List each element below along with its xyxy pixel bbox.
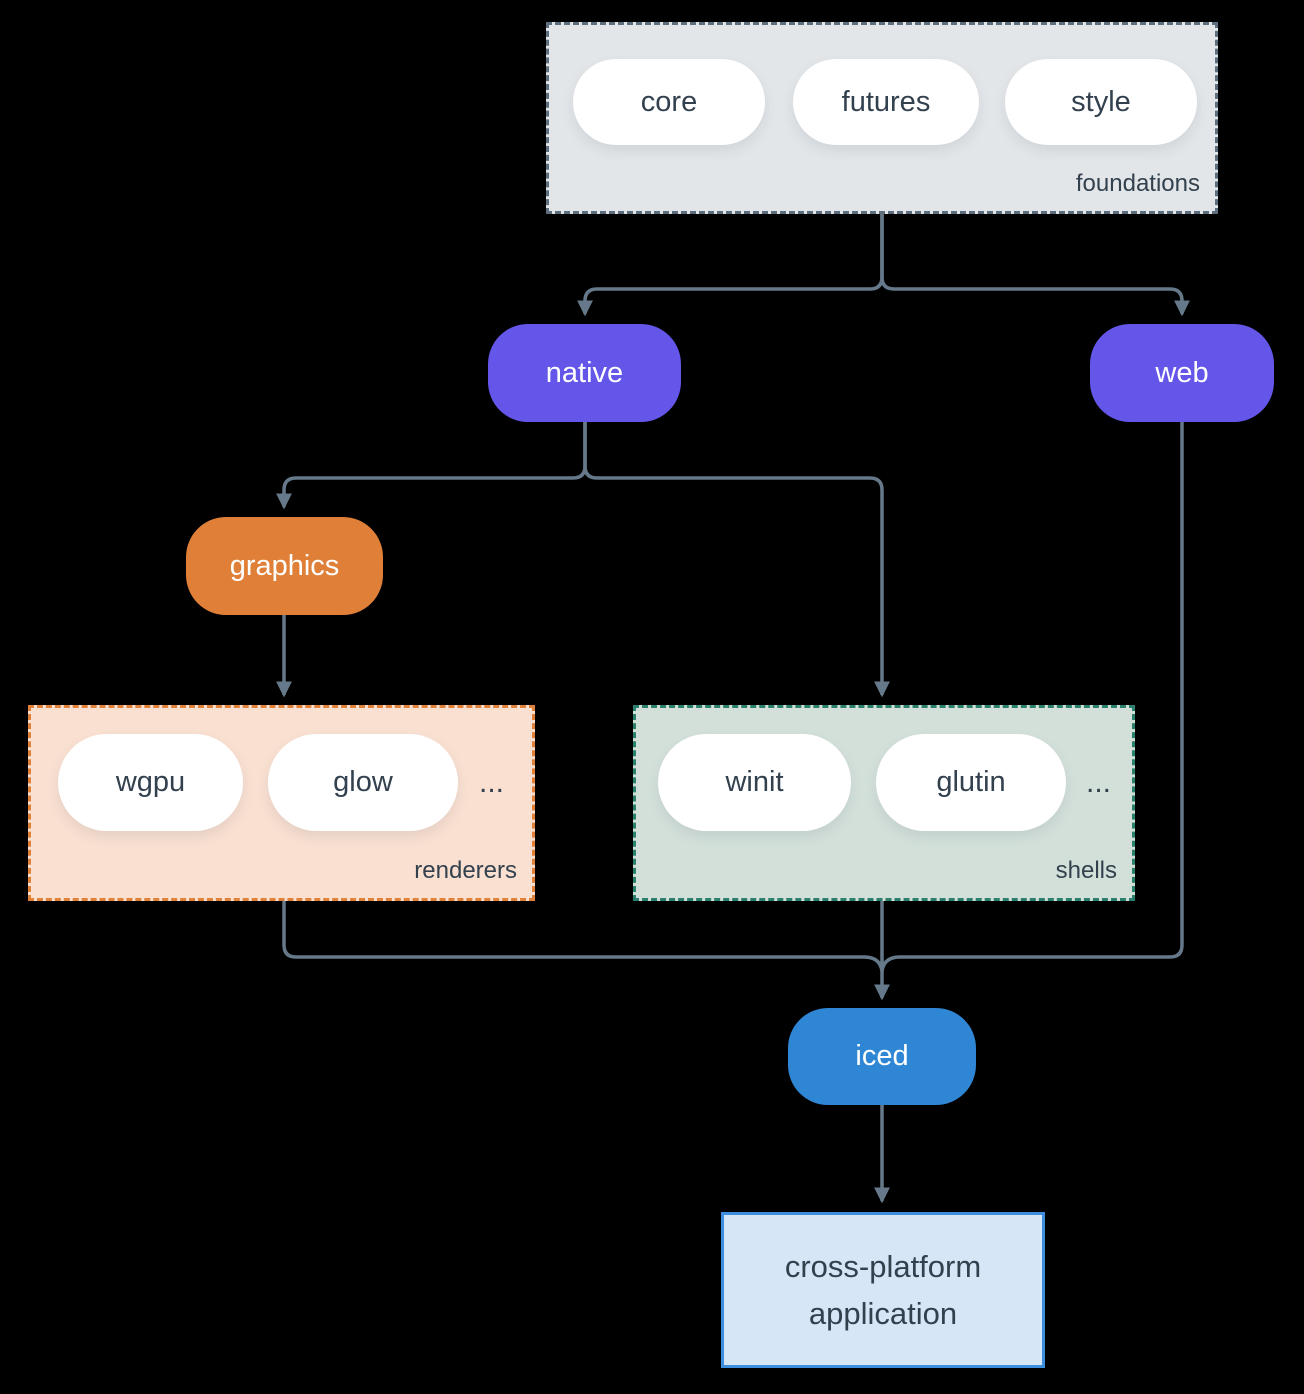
pill-winit: winit bbox=[658, 734, 851, 831]
node-graphics: graphics bbox=[186, 517, 383, 615]
node-native: native bbox=[488, 324, 681, 422]
arrow-foundations-to-web bbox=[880, 214, 1190, 317]
shells-group: winit glutin ... shells bbox=[633, 705, 1135, 901]
renderers-label: renderers bbox=[414, 857, 517, 884]
application-line1: cross-platform bbox=[784, 1249, 982, 1284]
foundations-label: foundations bbox=[1075, 170, 1200, 197]
arrow-native-to-shells bbox=[583, 422, 890, 698]
pill-glow: glow bbox=[268, 734, 458, 831]
node-iced: iced bbox=[788, 1008, 976, 1105]
pill-style: style bbox=[1005, 59, 1197, 145]
arrow-native-to-graphics bbox=[276, 422, 587, 510]
foundations-group: core futures style foundations bbox=[546, 22, 1218, 214]
arrow-foundations-to-native bbox=[577, 214, 884, 317]
shells-label: shells bbox=[1055, 857, 1117, 884]
pill-wgpu: wgpu bbox=[58, 734, 243, 831]
pill-glutin: glutin bbox=[876, 734, 1066, 831]
renderers-group: wgpu glow ... renderers bbox=[28, 705, 535, 901]
pill-core: core bbox=[573, 59, 765, 145]
node-web: web bbox=[1090, 324, 1274, 422]
line-web-to-merge bbox=[880, 422, 1184, 972]
pill-futures: futures bbox=[793, 59, 979, 145]
node-cross-platform-application: cross-platform application bbox=[721, 1212, 1045, 1368]
line-renderers-to-merge bbox=[282, 901, 884, 972]
renderers-ellipsis: ... bbox=[479, 766, 505, 799]
application-line2: application bbox=[808, 1296, 958, 1331]
shells-ellipsis: ... bbox=[1086, 766, 1112, 799]
